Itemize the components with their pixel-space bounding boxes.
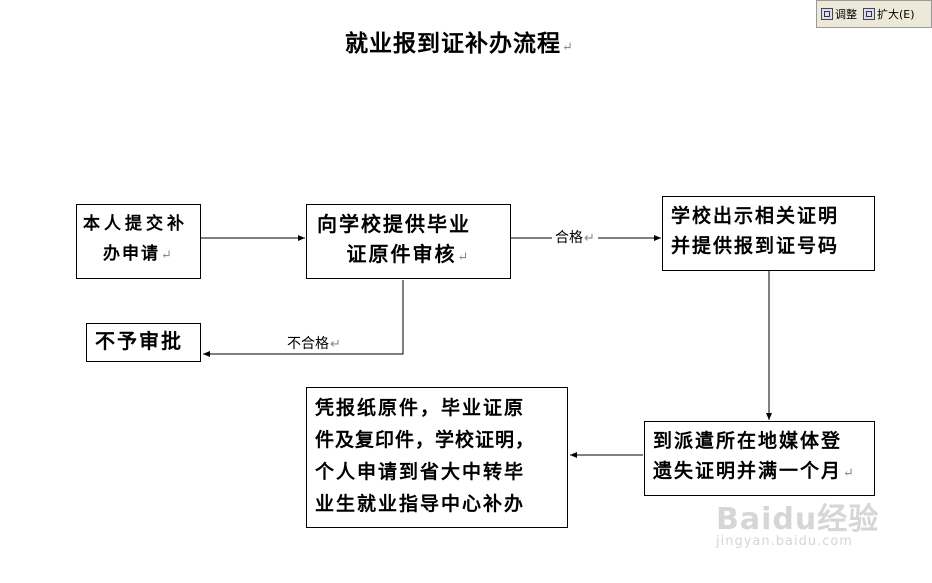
watermark-url: jingyan.baidu.com (716, 534, 853, 549)
node-line-text: 遗失证明并满一个月 (653, 460, 843, 482)
adjust-button[interactable]: 调整 (821, 6, 857, 22)
paragraph-mark: ↵ (562, 40, 574, 55)
paragraph-mark: ↵ (330, 337, 341, 352)
node-line-text: 证原件审核 (346, 242, 457, 266)
node-media-notice: 到派遣所在地媒体登 遗失证明并满一个月↵ (644, 421, 875, 496)
fail-label-text: 不合格 (287, 336, 329, 352)
node-rejected: 不予审批 (86, 323, 201, 362)
pass-label: 合格↵ (552, 227, 598, 247)
node-line: 件及复印件，学校证明， (315, 429, 536, 451)
adjust-icon (821, 8, 833, 20)
expand-icon (863, 8, 875, 20)
pass-label-text: 合格 (555, 230, 583, 246)
node-line: 向学校提供毕业 (317, 212, 471, 236)
paragraph-mark: ↵ (457, 250, 471, 265)
node-line: 凭报纸原件，毕业证原 (315, 397, 526, 419)
node-school-proof: 学校出示相关证明 并提供报到证号码 (662, 196, 875, 271)
node-reissue: 凭报纸原件，毕业证原 件及复印件，学校证明， 个人申请到省大中转毕 业生就业指导… (306, 387, 568, 528)
arrow-verify-to-rejected (203, 280, 404, 357)
paragraph-mark: ↵ (584, 231, 595, 246)
paragraph-mark: ↵ (161, 248, 174, 263)
paragraph-mark: ↵ (843, 466, 856, 481)
image-toolbar: 调整 扩大(E) (816, 0, 932, 28)
watermark-brand: Baidu经验 (716, 502, 880, 537)
node-line: 到派遣所在地媒体登 (653, 430, 843, 452)
node-line: 证原件审核↵ (317, 239, 500, 273)
node-line: 遗失证明并满一个月↵ (653, 456, 866, 489)
node-line-text: 办申请 (103, 244, 161, 264)
expand-label: 扩大(E) (877, 8, 915, 21)
page-title: 就业报到证补办流程↵ (345, 24, 574, 58)
node-submit-application: 本人提交补 办申请↵ (76, 204, 201, 279)
node-line: 业生就业指导中心补办 (315, 493, 526, 515)
node-line: 学校出示相关证明 (671, 205, 840, 227)
baidu-watermark: Baidu经验 jingyan.baidu.com (716, 494, 879, 549)
node-verify-diploma: 向学校提供毕业 证原件审核↵ (306, 204, 511, 279)
fail-label: 不合格↵ (284, 333, 344, 353)
node-line: 本人提交补 (83, 214, 188, 234)
expand-button[interactable]: 扩大(E) (863, 6, 915, 22)
adjust-label: 调整 (835, 8, 857, 21)
title-text: 就业报到证补办流程 (345, 30, 561, 57)
node-line: 个人申请到省大中转毕 (315, 461, 526, 483)
node-line: 并提供报到证号码 (671, 235, 840, 257)
node-line: 办申请↵ (83, 239, 194, 271)
node-line: 不予审批 (95, 329, 183, 353)
